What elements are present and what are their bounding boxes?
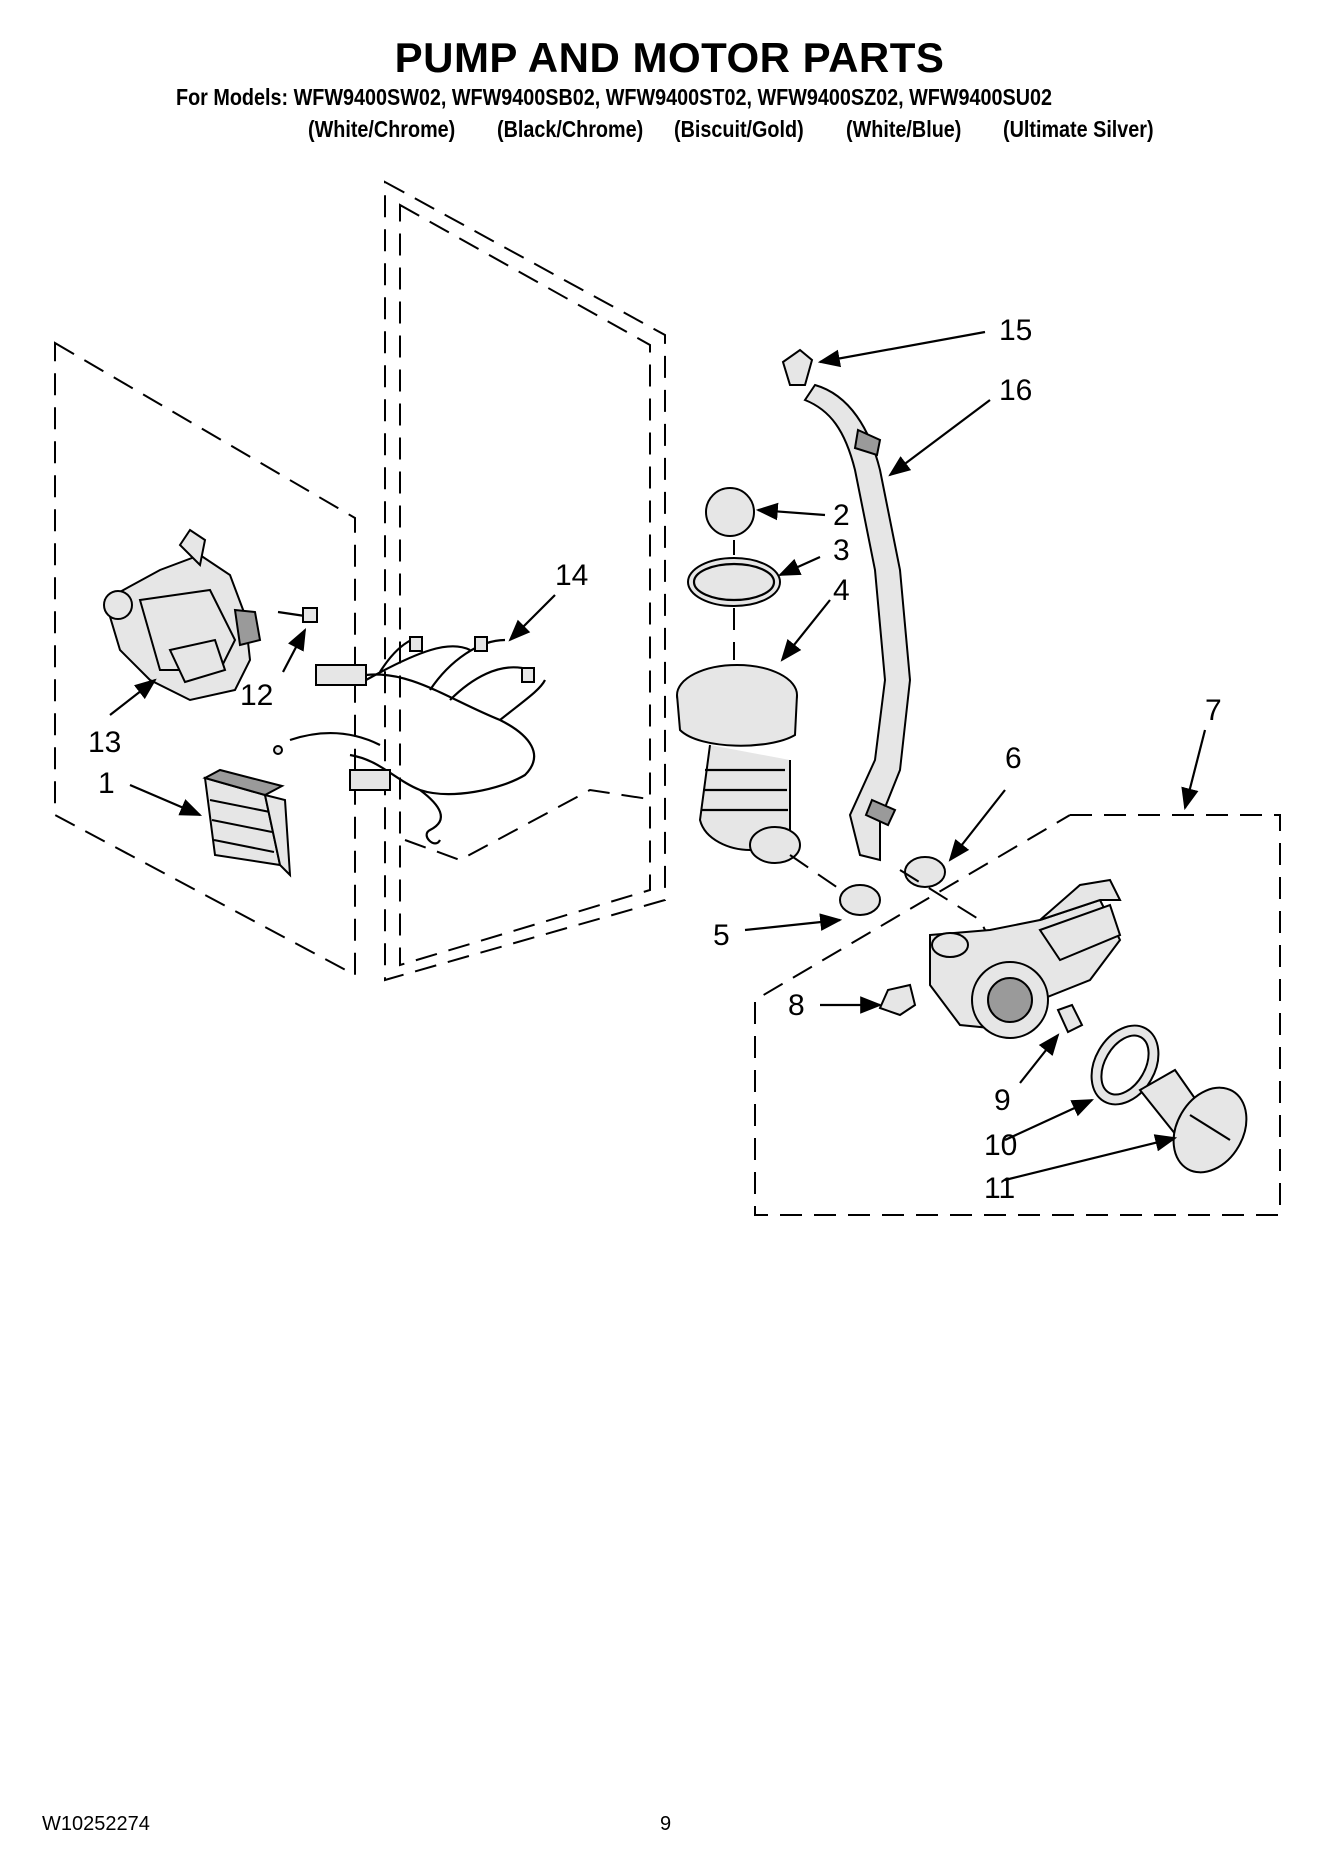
motor-bolt [277,607,318,623]
check-ball [705,487,755,537]
color-white-blue: (White/Blue) [846,116,962,142]
color-white-chrome: (White/Chrome) [308,116,456,142]
cabinet-outline [54,180,666,982]
hose-clamp-5 [839,884,881,916]
document-number: W10252274 [42,1813,150,1835]
callout-11: 11 [984,1172,1015,1205]
models-line: For Models: WFW9400SW02, WFW9400SB02, WF… [176,84,1053,110]
callout-4: 4 [833,574,850,607]
drain-pump [929,878,1122,1039]
motor [103,528,262,702]
wire-harness [273,636,546,845]
filter-cap [1138,1068,1248,1174]
page-number: 9 [660,1813,672,1835]
callout-9: 9 [994,1084,1011,1117]
callout-7: 7 [1205,694,1222,727]
pump-bracket [878,983,917,1017]
hose-clamp-6 [904,856,946,888]
callout-5: 5 [713,919,730,952]
callout-8: 8 [788,989,805,1022]
motor-control-unit [202,768,292,878]
drain-hose [803,383,912,862]
clamp-ring [687,557,781,607]
coin-trap-part [1056,1003,1084,1034]
color-black-chrome: (Black/Chrome) [497,116,644,142]
drain-pump-enclosure [754,814,1281,1216]
color-biscuit-gold: (Biscuit/Gold) [674,116,804,142]
callout-12: 12 [240,679,273,712]
callout-3: 3 [833,534,850,567]
page-title: PUMP AND MOTOR PARTS [394,34,945,81]
callout-14: 14 [555,559,588,592]
callout-15: 15 [999,314,1032,347]
callout-2: 2 [833,499,850,532]
callout-10: 10 [984,1129,1017,1162]
filter-gasket [1090,1024,1160,1106]
callout-1: 1 [98,767,115,800]
callout-16: 16 [999,374,1032,407]
leader-lines [109,330,1207,1182]
sump-hose [676,664,801,864]
callout-6: 6 [1005,742,1022,775]
callout-13: 13 [88,726,121,759]
hose-clamp-top [781,348,814,386]
color-ultimate-silver: (Ultimate Silver) [1003,116,1154,142]
